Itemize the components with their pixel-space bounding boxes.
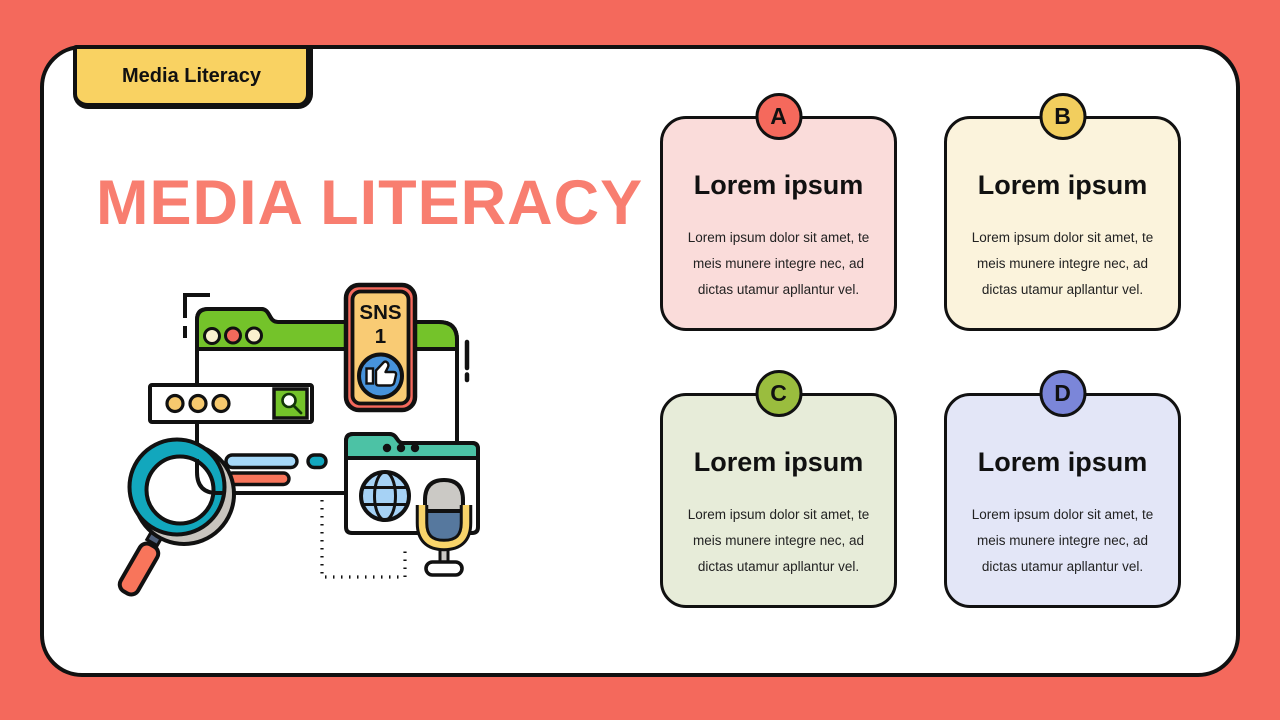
search-bar-icon xyxy=(148,383,314,424)
card-body: Lorem ipsum dolor sit amet, te meis mune… xyxy=(687,507,870,575)
card-letter: B xyxy=(1054,103,1071,129)
card-letter: C xyxy=(770,380,787,406)
sns-label: SNS xyxy=(359,301,401,324)
card-body: Lorem ipsum dolor sit amet, te meis mune… xyxy=(971,507,1154,575)
info-card-d: D Lorem ipsum Lorem ipsum dolor sit amet… xyxy=(944,370,1181,608)
slide-tag-label: Media Literacy xyxy=(122,64,261,87)
window-dot xyxy=(203,327,221,345)
card-badge-d: D xyxy=(1039,370,1086,417)
info-card-b: B Lorem ipsum Lorem ipsum dolor sit amet… xyxy=(944,93,1181,331)
card-letter: A xyxy=(770,103,787,129)
card-body: Lorem ipsum dolor sit amet, te meis mune… xyxy=(687,230,870,298)
card-heading: Lorem ipsum xyxy=(977,170,1148,200)
sns-phone-icon: SNS 1 xyxy=(343,282,418,413)
magnifier-icon xyxy=(117,437,236,597)
sns-number: 1 xyxy=(375,325,386,348)
search-glass-icon xyxy=(281,392,303,415)
card-heading: Lorem ipsum xyxy=(693,170,864,200)
globe-icon xyxy=(359,470,411,522)
card-badge-b: B xyxy=(1039,93,1086,140)
info-card-c: C Lorem ipsum Lorem ipsum dolor sit amet… xyxy=(660,370,897,608)
media-illustration: SNS 1 xyxy=(117,282,480,597)
info-card-a: A Lorem ipsum Lorem ipsum dolor sit amet… xyxy=(660,93,897,331)
thumbs-up-icon xyxy=(357,352,404,400)
microphone-icon xyxy=(415,477,473,577)
text-lines-icon xyxy=(224,453,328,487)
slide-tag: Media Literacy xyxy=(73,45,313,109)
window-dot xyxy=(245,326,263,345)
card-heading: Lorem ipsum xyxy=(693,447,864,477)
window-dot xyxy=(224,326,242,345)
card-badge-a: A xyxy=(755,93,802,140)
page-title: MEDIA LITERACY xyxy=(96,168,644,238)
corner-bracket-icon xyxy=(183,293,210,338)
window-corner-through-lens xyxy=(195,459,224,495)
card-body: Lorem ipsum dolor sit amet, te meis mune… xyxy=(971,230,1154,298)
card-heading: Lorem ipsum xyxy=(977,447,1148,477)
card-badge-c: C xyxy=(755,370,802,417)
card-letter: D xyxy=(1054,380,1071,406)
